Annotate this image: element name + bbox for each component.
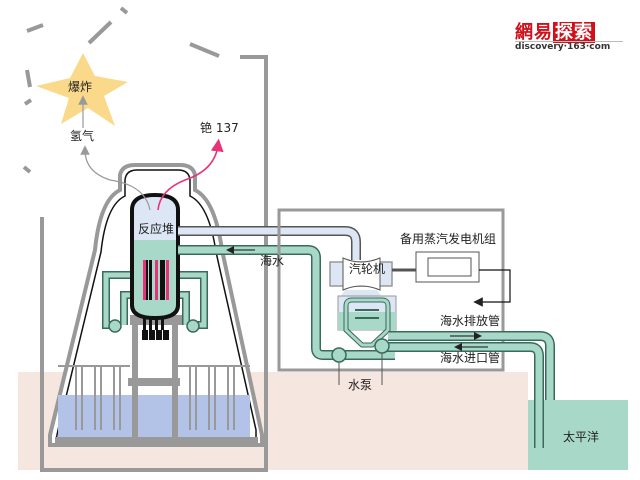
logo-text-discovery: 探索 [553, 22, 595, 43]
building-wall [40, 55, 268, 472]
turbine [329, 257, 393, 297]
reactor-pedestal [128, 315, 190, 437]
vent-pipes [58, 365, 250, 430]
label-turbine: 汽轮机 [349, 261, 385, 276]
recirc-pump-left [108, 319, 122, 333]
hydrogen-arrow [80, 145, 151, 211]
water-pumps [331, 338, 390, 385]
label-backup-generator: 备用蒸汽发电机组 [400, 231, 496, 246]
cesium-arrow [157, 138, 224, 211]
fuel-rods [143, 260, 169, 300]
label-intake-pipe: 海水进口管 [440, 350, 500, 365]
suppression-pool [58, 395, 250, 438]
recirc-pump-right [186, 319, 200, 333]
pacific-ocean [528, 400, 628, 470]
label-explosion: 爆炸 [68, 80, 92, 94]
pump-left [331, 347, 347, 363]
label-pacific: 太平洋 [563, 429, 599, 444]
label-discharge-pipe: 海水排放管 [440, 313, 500, 328]
logo-text-netease: 網易 [515, 22, 553, 43]
logo-english: discovery·163·com [515, 42, 611, 52]
turbine-building [277, 208, 505, 372]
pump-right [374, 338, 390, 354]
backup-generator [415, 251, 480, 283]
generator-output-line [473, 269, 511, 307]
explosion-star [36, 53, 128, 126]
logo-chinese: 網易探索 [515, 18, 595, 44]
label-seawater: 海水 [260, 253, 284, 268]
control-rod-drives [142, 318, 169, 340]
label-cesium: 铯 137 [200, 120, 239, 135]
logo-divider [515, 41, 623, 42]
building-debris [22, 6, 220, 174]
label-hydrogen: 氢气 [70, 128, 94, 143]
label-reactor: 反应堆 [138, 221, 174, 236]
label-pump: 水泵 [348, 378, 372, 392]
condenser [337, 295, 397, 348]
netease-discovery-logo: 網易探索 discovery·163·com [515, 18, 625, 58]
